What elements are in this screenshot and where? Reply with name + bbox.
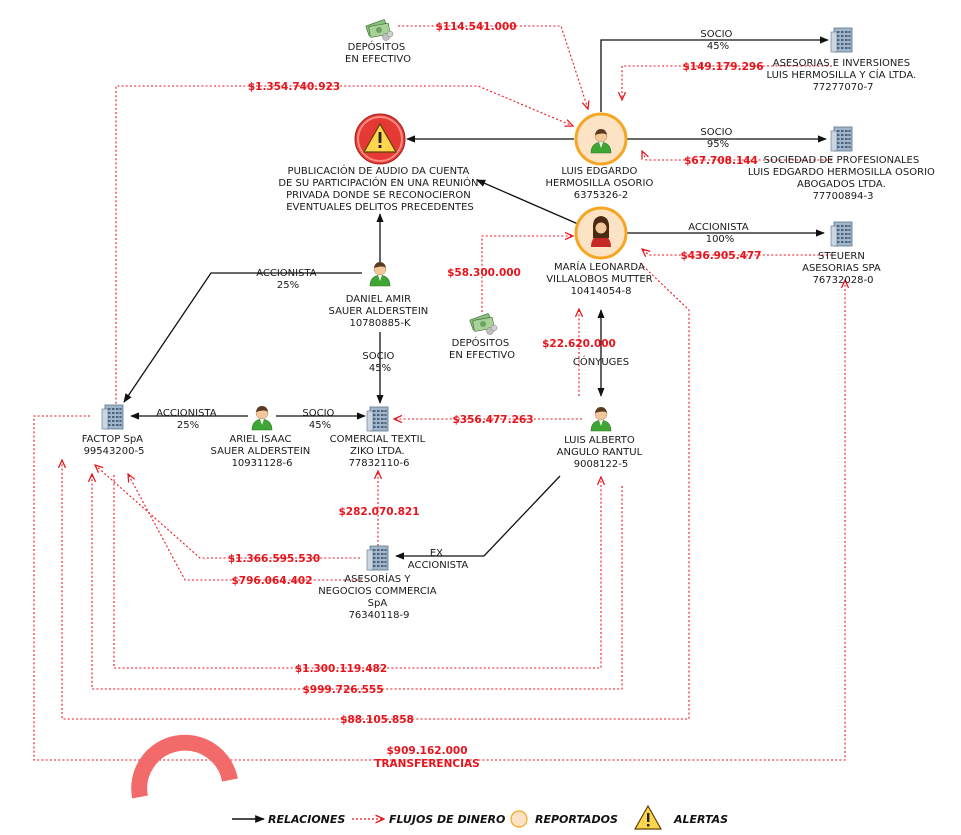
flow-amount: $114.541.000 xyxy=(435,21,516,33)
node-label: ASESORÍAS Y NEGOCIOS COMMERCIA SpA 76340… xyxy=(318,572,440,621)
relation-lines xyxy=(123,36,829,560)
node-label: SOCIEDAD DE PROFESIONALES LUIS EDGARDO H… xyxy=(748,155,938,202)
company-icon xyxy=(366,406,389,432)
node-label: COMERCIAL TEXTIL ZIKO LTDA. 77832110-6 xyxy=(330,434,429,469)
factop-node[interactable]: FACTOP SpA 99543200-5 xyxy=(82,404,146,457)
ariel-sauer-node[interactable]: ARIEL ISAAC SAUER ALDERSTEIN 10931128-6 xyxy=(211,405,314,469)
flow-amount: $999.726.555 xyxy=(302,684,383,696)
flow-caption: TRANSFERENCIAS xyxy=(374,758,479,770)
flow-amount: $909.162.000 xyxy=(386,745,467,757)
company-icon xyxy=(366,545,389,571)
svg-text:RELACIONES: RELACIONES xyxy=(268,813,345,826)
relation-label: ACCIONISTA 25% xyxy=(156,408,220,431)
relation-label: SOCIO 45% xyxy=(302,408,337,431)
node-label: LUIS ALBERTO ANGULO RANTUL 9008122-5 xyxy=(557,435,646,470)
legend-reported: REPORTADOS xyxy=(510,810,618,828)
flow-amount: $356.477.263 xyxy=(452,414,533,426)
person-icon xyxy=(369,261,391,287)
flow-amount: $88.105.858 xyxy=(340,714,414,726)
flow-amount: $67.708.144 xyxy=(684,155,758,167)
relation-label: SOCIO 45% xyxy=(362,351,397,374)
flow-amount: $796.064.402 xyxy=(231,575,312,587)
luis-angulo-node[interactable]: LUIS ALBERTO ANGULO RANTUL 9008122-5 xyxy=(557,406,646,470)
steuern-node[interactable]: STEUERN ASESORIAS SPA 76732028-0 xyxy=(802,221,884,286)
flow-amount: $149.179.296 xyxy=(682,61,763,73)
node-label: FACTOP SpA 99543200-5 xyxy=(82,434,146,457)
relation-label: SOCIO 45% xyxy=(700,29,735,52)
person-female-reported-icon xyxy=(591,216,611,247)
flow-amount: $22.620.000 xyxy=(542,338,616,350)
legend-flows: FLUJOS DE DINERO xyxy=(352,813,505,826)
asesorias-commercia-node[interactable]: ASESORÍAS Y NEGOCIOS COMMERCIA SpA 76340… xyxy=(318,545,440,621)
person-icon xyxy=(251,405,273,431)
deposit-mid-node[interactable]: DEPÓSITOS EN EFECTIVO xyxy=(449,312,515,361)
node-label: DANIEL AMIR SAUER ALDERSTEIN 10780885-K xyxy=(329,294,432,329)
flow-amounts: $114.541.000 $149.179.296 $1.354.740.923… xyxy=(228,21,764,770)
svg-text:FLUJOS DE DINERO: FLUJOS DE DINERO xyxy=(389,813,505,826)
legend-alerts: ALERTAS xyxy=(633,804,728,830)
relation-label: ACCIONISTA 100% xyxy=(688,222,752,245)
company-icon xyxy=(830,221,853,247)
flow-amount: $436.905.477 xyxy=(680,250,761,262)
warning-icon xyxy=(633,804,663,830)
money-flow-lines xyxy=(33,25,845,761)
legend: RELACIONES FLUJOS DE DINERO REPORTADOS A… xyxy=(232,804,728,830)
relation-label: SOCIO 95% xyxy=(700,127,735,150)
comercial-textil-node[interactable]: COMERCIAL TEXTIL ZIKO LTDA. 77832110-6 xyxy=(330,406,429,469)
node-label: DEPÓSITOS EN EFECTIVO xyxy=(345,40,411,65)
node-label: STEUERN ASESORIAS SPA 76732028-0 xyxy=(802,251,884,286)
node-label: LUIS EDGARDO HERMOSILLA OSORIO 6375326-2 xyxy=(545,166,656,201)
asesorias-inversiones-node[interactable]: ASESORIAS E INVERSIONES LUIS HERMOSILLA … xyxy=(767,27,920,93)
daniel-sauer-node[interactable]: DANIEL AMIR SAUER ALDERSTEIN 10780885-K xyxy=(329,261,432,329)
svg-text:REPORTADOS: REPORTADOS xyxy=(535,813,618,826)
company-icon xyxy=(830,27,853,53)
luis-hermosilla-node[interactable]: LUIS EDGARDO HERMOSILLA OSORIO 6375326-2 xyxy=(545,112,656,201)
decorative-arc xyxy=(131,734,238,799)
cash-icon xyxy=(469,312,498,335)
node-label: DEPÓSITOS EN EFECTIVO xyxy=(449,336,515,361)
flow-amount: $58.300.000 xyxy=(447,267,521,279)
node-label: ARIEL ISAAC SAUER ALDERSTEIN 10931128-6 xyxy=(211,434,314,469)
node-label: ASESORIAS E INVERSIONES LUIS HERMOSILLA … xyxy=(767,58,920,93)
reported-marker-icon xyxy=(510,810,528,828)
relation-label: ACCIONISTA 25% xyxy=(256,268,320,291)
flow-amount: $1.300.119.482 xyxy=(295,663,387,675)
company-icon xyxy=(101,404,124,430)
node-label: MARÍA LEONARDA VILLALOBOS MUTTER 1041405… xyxy=(546,260,656,297)
sociedad-profesionales-node[interactable]: SOCIEDAD DE PROFESIONALES LUIS EDGARDO H… xyxy=(748,126,938,202)
node-label: PUBLICACIÓN DE AUDIO DA CUENTA DE SU PAR… xyxy=(278,164,481,213)
alert-node[interactable]: PUBLICACIÓN DE AUDIO DA CUENTA DE SU PAR… xyxy=(278,113,481,213)
flow-amount: $1.354.740.923 xyxy=(248,81,340,93)
flow-amount: $282.070.821 xyxy=(338,506,419,518)
warning-icon xyxy=(362,122,398,153)
relation-label: CÓNYUGES xyxy=(573,355,629,368)
deposit-top-node[interactable]: DEPÓSITOS EN EFECTIVO xyxy=(345,18,411,65)
relation-label: EX ACCIONISTA xyxy=(408,548,469,571)
flow-amount: $1.366.595.530 xyxy=(228,553,320,565)
cash-icon xyxy=(365,18,394,41)
maria-villalobos-node[interactable]: MARÍA LEONARDA VILLALOBOS MUTTER 1041405… xyxy=(546,206,656,297)
company-icon xyxy=(830,126,853,152)
svg-text:ALERTAS: ALERTAS xyxy=(673,813,728,826)
relation-labels: SOCIO 45% SOCIO 95% ACCIONISTA 100% ACCI… xyxy=(156,29,752,571)
person-icon xyxy=(590,406,612,432)
legend-relations: RELACIONES xyxy=(232,813,345,826)
